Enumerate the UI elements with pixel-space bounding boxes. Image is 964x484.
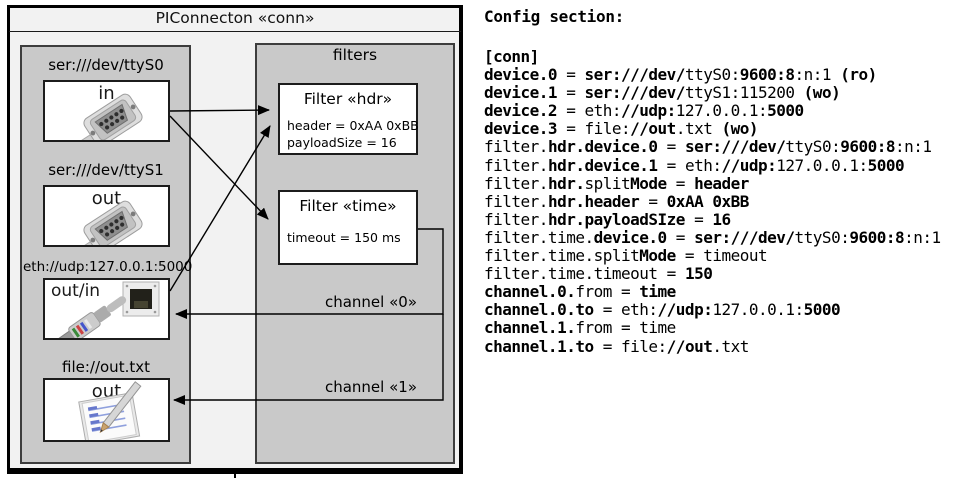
config-section: Config section: [conn]device.0 = ser:///… xyxy=(484,7,941,355)
serial-connector-icon xyxy=(65,93,143,140)
config-line: channel.1.to = file://out.txt xyxy=(484,336,749,356)
device-ttys0-label: ser:///dev/ttyS0 xyxy=(48,56,164,74)
device-eth-direction: out/in xyxy=(51,281,101,301)
channel-0-label: channel «0» xyxy=(324,293,417,311)
config-line: filter.time.device.0 = ser:///dev/ttyS0:… xyxy=(484,227,941,247)
connector-diagram: PIConnecton «conn» filters ser:///dev/tt… xyxy=(0,0,470,484)
channel-1-label: channel «1» xyxy=(324,378,417,396)
device-file-label: file://out.txt xyxy=(62,358,150,376)
filter-time-timeout-attr: timeout = 150 ms xyxy=(287,230,401,245)
filter-hdr-box: Filter «hdr» header = 0xAA 0xBB payloadS… xyxy=(278,83,419,155)
config-line: filter.hdr.header = 0xAA 0xBB xyxy=(484,191,749,211)
title-separator xyxy=(9,31,461,32)
config-line: channel.0.to = eth://udp:127.0.0.1:5000 xyxy=(484,300,841,320)
filter-hdr-payload-attr: payloadSize = 16 xyxy=(287,135,397,150)
diagram-title: PIConnecton «conn» xyxy=(155,9,315,27)
device-file-box: out xyxy=(43,378,170,442)
filters-panel-title: filters xyxy=(332,46,378,64)
config-line: channel.1.from = time xyxy=(484,318,676,338)
config-line: filter.hdr.splitMode = header xyxy=(484,173,749,193)
device-ttys1-direction: out xyxy=(91,188,122,209)
serial-connector-icon xyxy=(65,200,143,245)
device-eth-label: eth://udp:127.0.0.1:5000 xyxy=(23,259,193,275)
config-line: filter.hdr.device.1 = eth://udp:127.0.0.… xyxy=(484,155,905,175)
device-ttys0-direction: in xyxy=(98,83,115,104)
config-lines: [conn]device.0 = ser:///dev/ttyS0:9600:8… xyxy=(484,47,941,356)
file-icon xyxy=(78,381,142,440)
device-ttys1-label: ser:///dev/ttyS1 xyxy=(48,161,164,179)
filter-hdr-title: Filter «hdr» xyxy=(303,90,393,108)
filter-hdr-header-attr: header = 0xAA 0xBB xyxy=(287,118,419,133)
device-ttys0-box: in xyxy=(43,80,170,142)
config-line: [conn] xyxy=(484,47,539,66)
config-line: device.2 = eth://udp:127.0.0.1:5000 xyxy=(484,101,804,121)
config-line: filter.hdr.device.0 = ser:///dev/ttyS0:9… xyxy=(484,137,932,157)
config-line: filter.time.timeout = 150 xyxy=(484,264,713,284)
config-line: device.1 = ser:///dev/ttyS1:115200 (wo) xyxy=(484,83,841,103)
filter-time-box: Filter «time» timeout = 150 ms xyxy=(278,190,418,265)
device-ttys1-box: out xyxy=(43,185,170,247)
device-eth-box: out/in xyxy=(43,278,170,340)
config-line: device.3 = file://out.txt (wo) xyxy=(484,119,759,139)
bottom-tick-mark xyxy=(234,469,236,478)
config-line: channel.0.from = time xyxy=(484,282,676,302)
config-heading: Config section: xyxy=(484,7,624,26)
config-line: device.0 = ser:///dev/ttyS0:9600:8:n:1 (… xyxy=(484,65,877,85)
filter-time-title: Filter «time» xyxy=(299,197,397,215)
config-line: filter.hdr.payloadSIze = 16 xyxy=(484,209,731,229)
ethernet-icon xyxy=(57,281,160,338)
config-line: filter.time.splitMode = timeout xyxy=(484,246,768,266)
